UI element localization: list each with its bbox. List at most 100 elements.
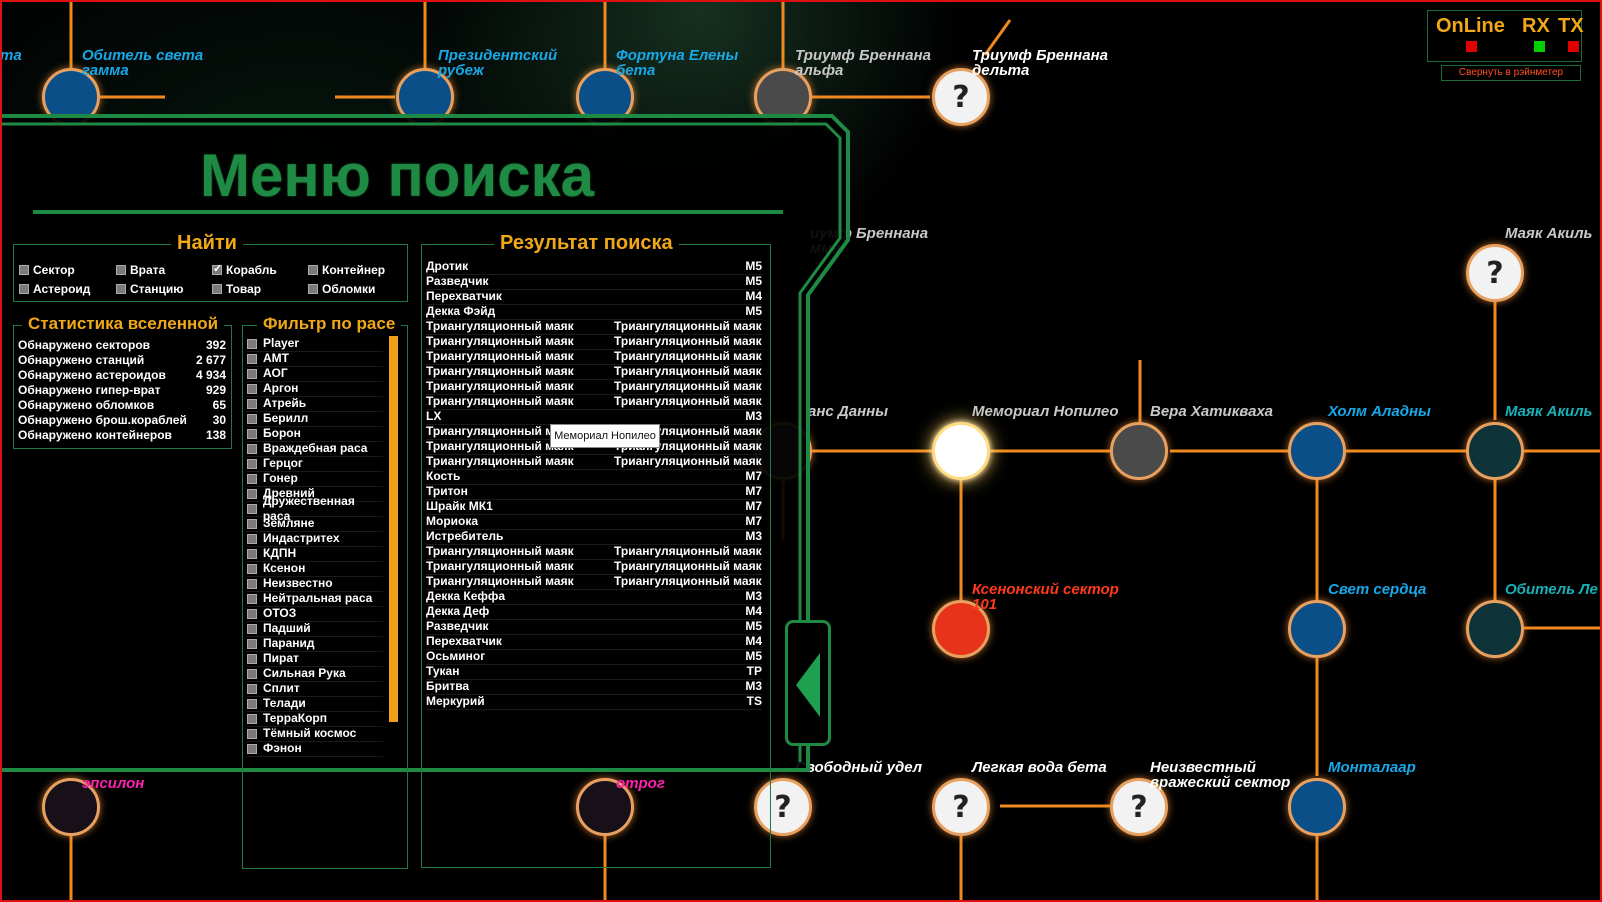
checkbox[interactable] [247, 593, 257, 604]
race-filter-item[interactable]: КДПН [247, 546, 383, 562]
checkbox[interactable] [247, 653, 257, 664]
sector-node-svobodny[interactable]: ? [754, 778, 812, 836]
race-filter-item[interactable]: Сплит [247, 681, 383, 697]
race-filter-item[interactable]: Древний [247, 486, 383, 502]
find-option-asteroid[interactable]: Астероид [19, 282, 90, 296]
checkbox[interactable] [247, 428, 257, 439]
checkbox[interactable] [308, 265, 318, 275]
race-filter-item[interactable]: Сильная Рука [247, 666, 383, 682]
sector-node-mayak-mid[interactable] [1466, 422, 1524, 480]
race-filter-item[interactable]: Индастритех [247, 531, 383, 547]
checkbox[interactable] [247, 443, 257, 454]
find-option-gates[interactable]: Врата [116, 263, 165, 277]
checkbox[interactable] [247, 473, 257, 484]
checkbox[interactable] [247, 578, 257, 589]
race-filter-item[interactable]: Падший [247, 621, 383, 637]
race-filter-item[interactable]: Ксенон [247, 561, 383, 577]
race-filter-item[interactable]: Борон [247, 426, 383, 442]
sector-node-imper[interactable] [576, 778, 634, 836]
sector-node-holm[interactable] [1288, 422, 1346, 480]
checkbox[interactable] [19, 284, 29, 294]
checkbox[interactable] [247, 608, 257, 619]
race-filter-item[interactable]: Дружественная раса [247, 494, 383, 523]
sector-node-vera[interactable] [1110, 422, 1168, 480]
race-filter-item[interactable]: Неизвестно [247, 576, 383, 592]
checkbox[interactable] [116, 284, 126, 294]
checkbox[interactable] [247, 353, 257, 364]
sector-node-obitel-le[interactable] [1466, 600, 1524, 658]
race-filter-item[interactable]: Тёмный космос [247, 726, 383, 742]
checkbox[interactable] [247, 743, 257, 754]
find-option-station[interactable]: Станцию [116, 282, 183, 296]
checkbox[interactable] [247, 518, 257, 529]
checkbox[interactable] [247, 368, 257, 379]
race-filter-item[interactable]: Земляне [247, 516, 383, 532]
checkbox[interactable] [247, 563, 257, 574]
race-filter-item[interactable]: Фэнон [247, 741, 383, 757]
sector-node-triumf-delta[interactable]: ? [932, 68, 990, 126]
checkbox[interactable] [212, 262, 222, 276]
race-filter-item[interactable]: Берилл [247, 411, 383, 427]
sector-node-legkaya[interactable]: ? [932, 778, 990, 836]
sector-node-ksenon[interactable] [932, 600, 990, 658]
race-filter-item[interactable]: АМТ [247, 351, 383, 367]
checkbox[interactable] [247, 458, 257, 469]
checkbox[interactable] [247, 728, 257, 739]
checkbox[interactable] [247, 548, 257, 559]
checkbox[interactable] [247, 668, 257, 679]
race-filter-item[interactable]: Гонер [247, 471, 383, 487]
find-option-container[interactable]: Контейнер [308, 263, 385, 277]
checkbox[interactable] [19, 265, 29, 275]
checkbox[interactable] [247, 503, 257, 514]
race-filter-item[interactable]: Герцог [247, 456, 383, 472]
checkbox[interactable] [247, 533, 257, 544]
checkbox[interactable] [247, 698, 257, 709]
checkbox[interactable] [247, 338, 257, 349]
race-scrollbar[interactable] [389, 336, 398, 722]
race-filter-item[interactable]: Player [247, 336, 383, 352]
find-option-ware[interactable]: Товар [212, 282, 261, 296]
sector-node-paranid[interactable] [42, 778, 100, 836]
checkbox[interactable] [247, 398, 257, 409]
race-filter-item[interactable]: Враждебная раса [247, 441, 383, 457]
sector-node-neizv[interactable]: ? [1110, 778, 1168, 836]
sector-node-svet[interactable] [1288, 600, 1346, 658]
sector-node-memorial[interactable] [932, 422, 990, 480]
race-filter-item[interactable]: Пират [247, 651, 383, 667]
collapse-button[interactable]: Свернуть в рэйнметер [1441, 65, 1581, 81]
checkbox[interactable] [212, 284, 222, 294]
find-option-ship[interactable]: Корабль [212, 262, 277, 277]
checkbox[interactable] [247, 488, 257, 499]
race-filter-item[interactable]: ОТОЗ [247, 606, 383, 622]
checkbox[interactable] [308, 284, 318, 294]
sector-node-montalaar[interactable] [1288, 778, 1346, 836]
race-filter-item[interactable]: ТерраКорп [247, 711, 383, 727]
checkbox[interactable] [247, 638, 257, 649]
checkbox[interactable] [247, 623, 257, 634]
